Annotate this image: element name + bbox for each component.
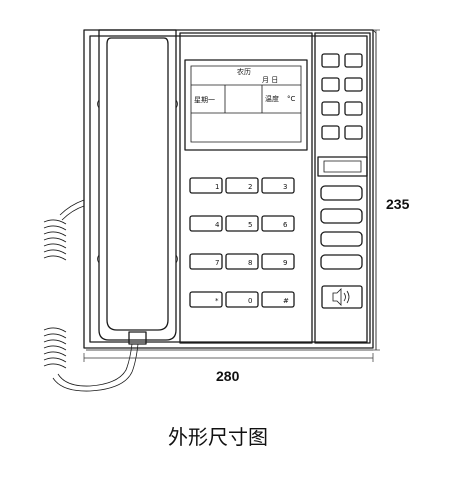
cord-coil-lower (43, 327, 67, 369)
cord-coil-upper (43, 219, 67, 261)
cord-coil-loop (43, 231, 67, 237)
memory-key-grid (321, 53, 363, 140)
height-dimension: 235 (373, 29, 410, 351)
key-5[interactable]: 5 (225, 215, 259, 232)
key-3[interactable]: 3 (261, 177, 295, 194)
cord-coil-loop (43, 219, 67, 225)
speaker-icon (332, 288, 350, 306)
lcd-display: 农历 月 日 星期一 温度 °C (184, 59, 308, 151)
svg-text:8: 8 (248, 259, 252, 267)
memory-key[interactable] (321, 53, 340, 68)
svg-text:5: 5 (248, 221, 252, 229)
memory-key[interactable] (321, 125, 340, 140)
svg-text:*: * (215, 297, 219, 305)
key-0[interactable]: 0 (225, 291, 259, 308)
lcd-weekday: 星期一 (194, 96, 215, 104)
function-key[interactable] (320, 231, 363, 247)
function-key[interactable] (320, 185, 363, 201)
cord-coil-loop (43, 363, 67, 369)
key-star[interactable]: * (189, 291, 223, 308)
key-1[interactable]: 1 (189, 177, 223, 194)
keypad: 1 2 3 4 5 6 7 8 9 * 0 # (189, 177, 295, 308)
cord-coil-loop (43, 351, 67, 357)
cord-coil-loop (43, 243, 67, 249)
right-panel (314, 32, 371, 344)
width-dimension: 280 (83, 353, 374, 384)
cord-coil-loop (43, 255, 67, 261)
lcd-temp-unit: °C (287, 95, 296, 103)
memory-key[interactable] (321, 101, 340, 116)
key-6[interactable]: 6 (261, 215, 295, 232)
svg-text:6: 6 (283, 221, 288, 229)
cord-coil-loop (43, 327, 67, 333)
lcd-month-day: 月 日 (262, 76, 278, 84)
cord-coil-loop (43, 249, 67, 255)
svg-text:1: 1 (215, 183, 219, 191)
cord-coil-loop (43, 357, 67, 363)
memory-key[interactable] (344, 101, 363, 116)
memory-key[interactable] (344, 77, 363, 92)
svg-text:7: 7 (215, 259, 219, 267)
speaker-button[interactable] (321, 285, 363, 309)
cord-coil-loop (43, 345, 67, 351)
cord-coil-loop (43, 333, 67, 339)
width-dimension-label: 280 (216, 368, 240, 384)
svg-text:3: 3 (283, 183, 287, 191)
label-slot (317, 156, 368, 177)
key-2[interactable]: 2 (225, 177, 259, 194)
lcd-temp-label: 温度 (265, 94, 279, 103)
key-8[interactable]: 8 (225, 253, 259, 270)
cord-coil-loop (43, 339, 67, 345)
handset (97, 29, 178, 345)
function-key[interactable] (320, 208, 363, 224)
svg-text:9: 9 (283, 259, 287, 267)
svg-text:2: 2 (248, 183, 252, 191)
svg-text:#: # (283, 297, 289, 305)
height-dimension-label: 235 (386, 196, 410, 212)
cord-coil-loop (43, 225, 67, 231)
center-panel (179, 32, 313, 344)
cord-coil-loop (43, 237, 67, 243)
memory-key[interactable] (321, 77, 340, 92)
svg-text:4: 4 (215, 221, 220, 229)
figure-caption: 外形尺寸图 (168, 425, 268, 449)
key-4[interactable]: 4 (189, 215, 223, 232)
key-hash[interactable]: # (261, 291, 295, 308)
key-7[interactable]: 7 (189, 253, 223, 270)
memory-key[interactable] (344, 125, 363, 140)
memory-key[interactable] (344, 53, 363, 68)
function-key[interactable] (320, 254, 363, 270)
svg-text:0: 0 (248, 297, 252, 305)
key-9[interactable]: 9 (261, 253, 295, 270)
coiled-cord (52, 199, 139, 392)
lcd-top-label: 农历 (237, 67, 251, 76)
